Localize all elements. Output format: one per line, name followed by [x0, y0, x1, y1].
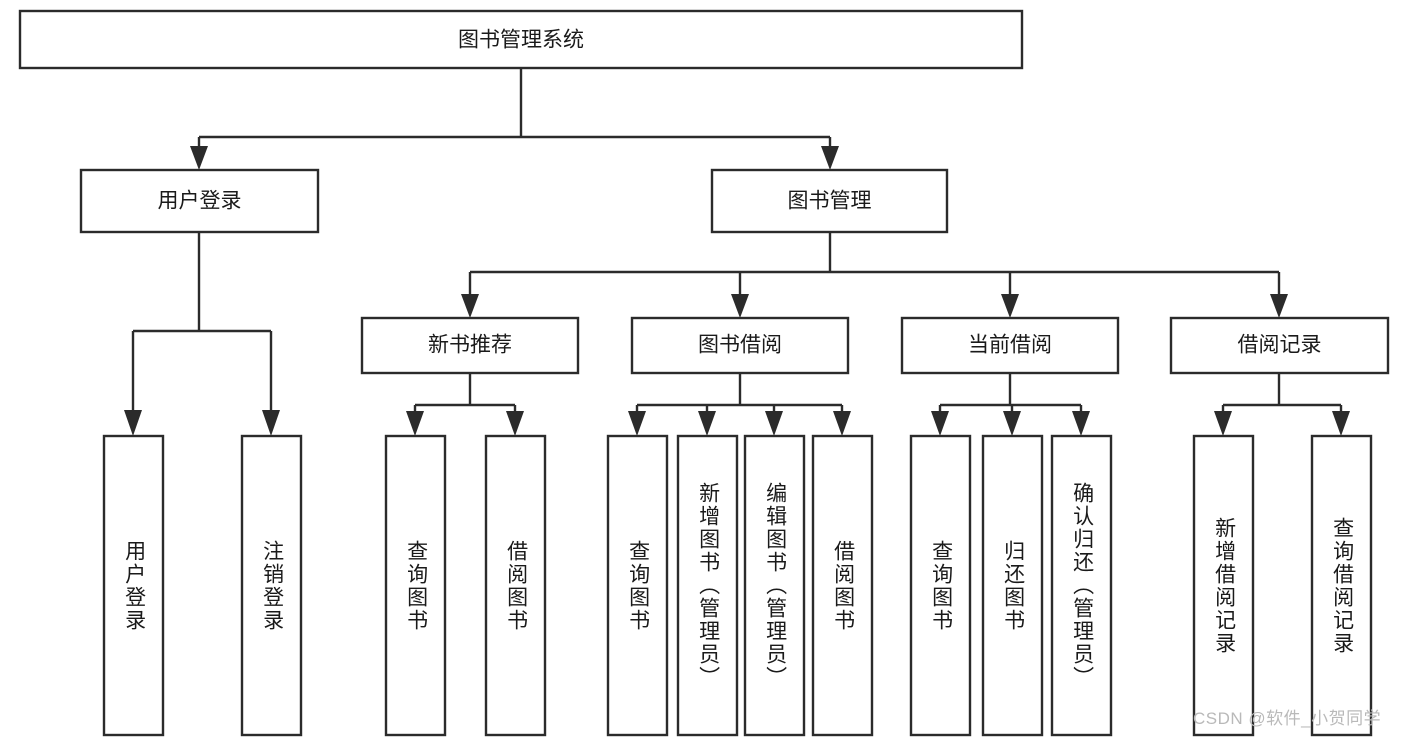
nodes-layer: 图书管理系统 用户登录 图书管理 新书推荐 图书借阅 当前 — [18, 9, 1390, 737]
leaf-add-borrow-record-box[interactable] — [1192, 434, 1255, 737]
arrowhead-user-login — [190, 146, 208, 170]
leaf-query-book-borrow-box[interactable] — [606, 434, 669, 737]
leaf-return-book-box[interactable] — [981, 434, 1044, 737]
arrowhead-add-book-admin — [698, 411, 716, 436]
node-current-borrow-label: 当前借阅 — [968, 334, 1052, 357]
arrowhead-book-borrow — [731, 294, 749, 318]
node-current-borrow-box[interactable] — [900, 316, 1120, 375]
arrowhead-borrow-records — [1270, 294, 1288, 318]
edges-layer — [124, 68, 1350, 436]
arrowhead-query-book-current — [931, 411, 949, 436]
node-book-management-label: 图书管理 — [788, 190, 872, 213]
arrowhead-book-management — [821, 146, 839, 170]
node-book-borrow[interactable]: 图书借阅 — [630, 316, 850, 375]
arrowhead-query-book-recommend — [406, 411, 424, 436]
arrowhead-confirm-return-admin — [1072, 411, 1090, 436]
leaf-logout-login-box[interactable] — [240, 434, 303, 737]
leaf-query-book-current-box[interactable] — [909, 434, 972, 737]
node-borrow-records[interactable]: 借阅记录 — [1169, 316, 1390, 375]
node-new-book-recommend-label: 新书推荐 — [428, 334, 512, 357]
node-root-label: 图书管理系统 — [458, 29, 584, 52]
arrowhead-current-borrow — [1001, 294, 1019, 318]
arrowhead-query-book-borrow — [628, 411, 646, 436]
node-book-borrow-box[interactable] — [630, 316, 850, 375]
csdn-watermark: CSDN @软件_小贺同学 — [1193, 709, 1382, 728]
leaf-edit-book-admin-box[interactable] — [743, 434, 806, 737]
node-new-book-recommend-box[interactable] — [360, 316, 580, 375]
node-user-login[interactable]: 用户登录 — [79, 168, 320, 234]
arrowhead-edit-book-admin — [765, 411, 783, 436]
leaf-query-book-recommend-box[interactable] — [384, 434, 447, 737]
arrowhead-leaf-user-login — [124, 410, 142, 436]
arrowhead-borrow-book — [833, 411, 851, 436]
node-book-management-box[interactable] — [710, 168, 949, 234]
leaf-boxes-layer — [102, 434, 1373, 737]
node-user-login-label: 用户登录 — [158, 190, 242, 213]
node-user-login-box[interactable] — [79, 168, 320, 234]
leaf-confirm-return-admin-box[interactable] — [1050, 434, 1113, 737]
node-new-book-recommend[interactable]: 新书推荐 — [360, 316, 580, 375]
arrowhead-new-book-recommend — [461, 294, 479, 318]
node-root[interactable]: 图书管理系统 — [18, 9, 1024, 70]
leaf-borrow-book-recommend-box[interactable] — [484, 434, 547, 737]
arrowhead-leaf-logout — [262, 410, 280, 436]
arrowhead-return-book — [1003, 411, 1021, 436]
node-borrow-records-label: 借阅记录 — [1238, 334, 1322, 357]
node-current-borrow[interactable]: 当前借阅 — [900, 316, 1120, 375]
leaf-query-borrow-record-box[interactable] — [1310, 434, 1373, 737]
node-book-management[interactable]: 图书管理 — [710, 168, 949, 234]
node-root-box[interactable] — [18, 9, 1024, 70]
node-borrow-records-box[interactable] — [1169, 316, 1390, 375]
node-book-borrow-label: 图书借阅 — [698, 334, 782, 357]
arrowhead-query-borrow-record — [1332, 411, 1350, 436]
leaf-borrow-book-box[interactable] — [811, 434, 874, 737]
arrowhead-borrow-book-recommend — [506, 411, 524, 436]
arrowhead-add-borrow-record — [1214, 411, 1232, 436]
leaf-add-book-admin-box[interactable] — [676, 434, 739, 737]
leaf-user-login-box[interactable] — [102, 434, 165, 737]
